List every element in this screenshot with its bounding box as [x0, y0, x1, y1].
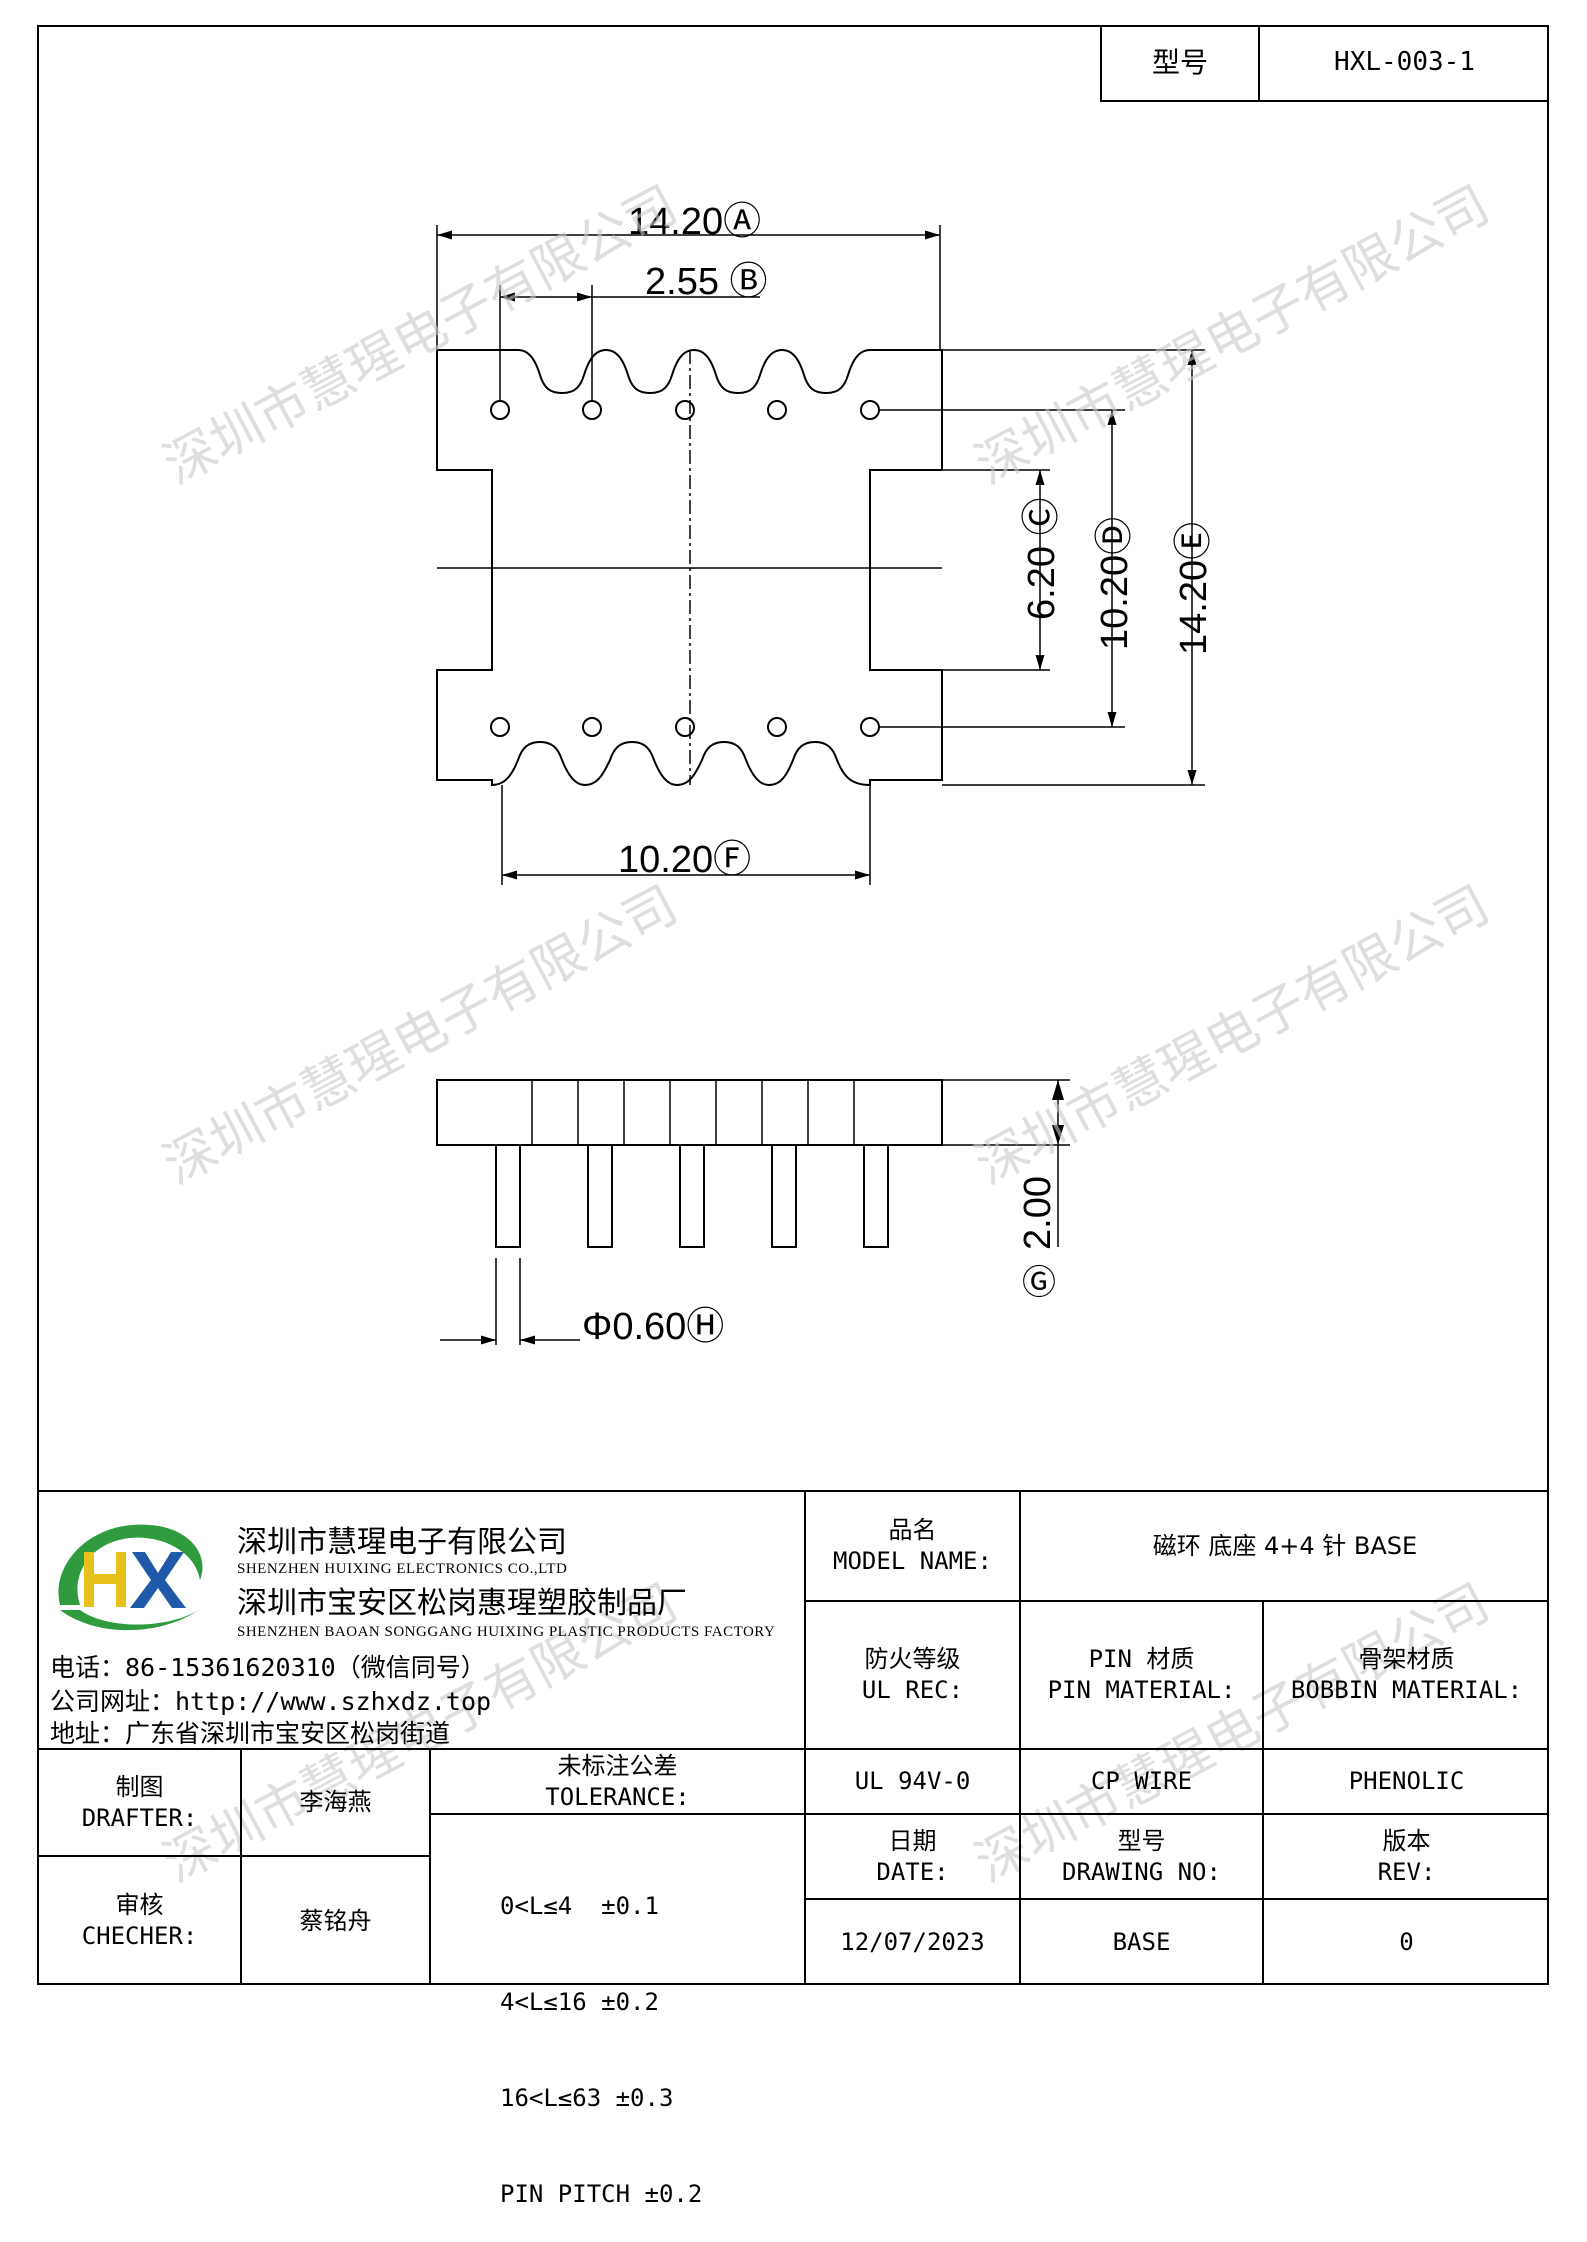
- side-pin: [863, 1144, 889, 1248]
- model-box: 型号 HXL-003-1: [1100, 25, 1549, 102]
- model-name-label: 品名 MODEL NAME:: [806, 1492, 1019, 1600]
- drawing-no-label-cn: 型号: [1117, 1826, 1166, 1855]
- ul-label-cn: 防火等级: [864, 1645, 961, 1673]
- pin-hole: [490, 400, 510, 420]
- drawing-no-value: BASE: [1112, 1928, 1171, 1956]
- tolerance-line: 0<L≤4 ±0.1: [500, 1892, 659, 1920]
- model-box-value: HXL-003-1: [1334, 47, 1475, 77]
- logo-swoosh-icon: [58, 1524, 203, 1605]
- technical-drawing: [436, 225, 1205, 1345]
- checker-value: 蔡铭舟: [299, 1906, 372, 1935]
- pin-material-label: PIN 材质 PIN MATERIAL:: [1021, 1602, 1262, 1748]
- date-label-cn: 日期: [888, 1826, 937, 1855]
- checker-label-cn: 审核: [115, 1891, 164, 1919]
- base-top-view-outline: [436, 348, 943, 787]
- ul-label-en: UL REC:: [861, 1676, 964, 1704]
- pin-material-label-en: PIN MATERIAL:: [1047, 1676, 1236, 1704]
- company-logo: [58, 1524, 205, 1631]
- title-block-top-border: [37, 1490, 1549, 1492]
- pin-material-label-cn: PIN 材质: [1088, 1645, 1195, 1673]
- pin-hole: [675, 400, 695, 420]
- pin-hole: [767, 400, 787, 420]
- date-label: 日期 DATE:: [806, 1815, 1019, 1898]
- pin-hole: [767, 717, 787, 737]
- model-box-divider: [1258, 25, 1260, 100]
- pin-hole: [860, 717, 880, 737]
- factory-name-en: SHENZHEN BAOAN SONGGANG HUIXING PLASTIC …: [237, 1624, 776, 1640]
- ul-label: 防火等级 UL REC:: [806, 1602, 1019, 1748]
- tolerance-list: 0<L≤4 ±0.1 4<L≤16 ±0.2 16<L≤63 ±0.3 PIN …: [500, 1826, 702, 2242]
- dim-label-b: 2.55 Ⓑ: [645, 261, 768, 303]
- pin-hole: [675, 717, 695, 737]
- bobbin-material-label-en: BOBBIN MATERIAL:: [1290, 1676, 1523, 1704]
- drafter-label-cn: 制图: [115, 1772, 164, 1801]
- drawing-frame: [37, 25, 1549, 1985]
- drafter-label: 制图 DRAFTER:: [39, 1750, 240, 1855]
- checker-label-en: CHECHER:: [81, 1922, 198, 1950]
- company-name-cn: 深圳市慧瑆电子有限公司: [237, 1525, 567, 1560]
- tolerance-label-cn: 未标注公差: [557, 1751, 678, 1780]
- company-name-en: SHENZHEN HUIXING ELECTRONICS CO.,LTD: [237, 1561, 568, 1577]
- company-phone: 电话：86-15361620310（微信同号）: [50, 1653, 486, 1682]
- tolerance-label: 未标注公差 TOLERANCE:: [431, 1750, 804, 1813]
- pin-material-value: CP WIRE: [1090, 1767, 1193, 1795]
- rev-label: 版本 REV:: [1264, 1815, 1549, 1898]
- drafter-value: 李海燕: [299, 1788, 372, 1816]
- pin-hole: [582, 400, 602, 420]
- factory-name-cn: 深圳市宝安区松岗惠瑆塑胶制品厂: [237, 1586, 687, 1621]
- tolerance-line: 16<L≤63 ±0.3: [500, 2084, 674, 2112]
- dim-label-c: 6.20 Ⓒ: [1021, 497, 1063, 620]
- side-pin: [771, 1144, 797, 1248]
- pin-hole: [490, 717, 510, 737]
- base-side-view-body: [436, 1079, 943, 1146]
- rev-label-cn: 版本: [1382, 1826, 1431, 1855]
- bobbin-material-value: PHENOLIC: [1348, 1767, 1465, 1795]
- pin-hole: [860, 400, 880, 420]
- drawing-no-label-en: DRAWING NO:: [1062, 1857, 1221, 1886]
- rev-value: 0: [1399, 1928, 1414, 1956]
- dim-label-d: 10.20Ⓓ: [1094, 516, 1136, 650]
- tolerance-line: 4<L≤16 ±0.2: [500, 1988, 659, 2016]
- dim-label-g-value: 2.00: [1017, 1176, 1059, 1250]
- company-website: 公司网址：http://www.szhxdz.top: [50, 1687, 492, 1716]
- date-value: 12/07/2023: [840, 1928, 985, 1956]
- bobbin-material-label-cn: 骨架材质: [1358, 1645, 1455, 1673]
- tolerance-line: PIN PITCH ±0.2: [500, 2180, 703, 2208]
- pin-hole: [582, 717, 602, 737]
- tolerance-label-en: TOLERANCE:: [545, 1782, 690, 1811]
- model-name-label-cn: 品名: [888, 1516, 937, 1544]
- date-label-en: DATE:: [876, 1857, 949, 1886]
- dim-label-a: 14.20Ⓐ: [628, 201, 762, 243]
- checker-label: 审核 CHECHER:: [39, 1857, 240, 1985]
- side-pin: [495, 1144, 521, 1248]
- side-pin: [587, 1144, 613, 1248]
- rev-label-en: REV:: [1377, 1857, 1436, 1886]
- dim-label-h: Φ0.60Ⓗ: [582, 1306, 725, 1348]
- drafter-label-en: DRAFTER:: [81, 1803, 198, 1832]
- side-pin: [679, 1144, 705, 1248]
- model-box-label: 型号: [1151, 46, 1208, 79]
- bobbin-material-label: 骨架材质 BOBBIN MATERIAL:: [1264, 1602, 1549, 1748]
- model-name-label-en: MODEL NAME:: [833, 1547, 992, 1575]
- model-name-value: 磁环 底座 4+4 针 BASE: [1152, 1531, 1418, 1560]
- dim-label-e: 14.20Ⓔ: [1173, 521, 1215, 655]
- ul-value: UL 94V-0: [854, 1767, 971, 1795]
- company-address: 地址：广东省深圳市宝安区松岗街道: [50, 1719, 451, 1748]
- dim-label-f: 10.20Ⓕ: [618, 839, 752, 881]
- dim-label-g-mark: Ⓖ: [1022, 1264, 1056, 1302]
- drawing-no-label: 型号 DRAWING NO:: [1021, 1815, 1262, 1898]
